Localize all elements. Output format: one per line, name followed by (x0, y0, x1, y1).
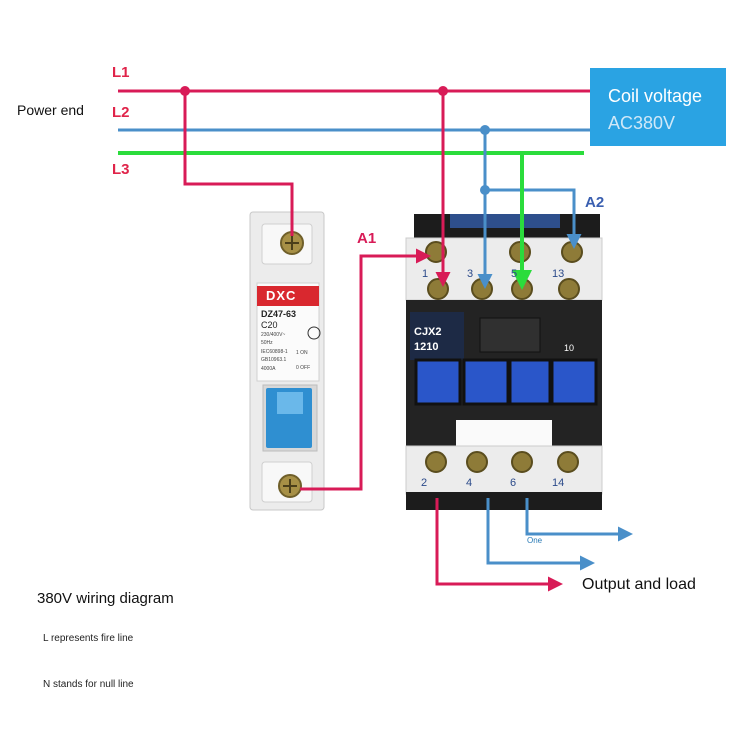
coil-voltage-badge: Coil voltage AC380V (590, 68, 726, 146)
terminal-number-5: 5 (511, 268, 518, 280)
coil-voltage-value: AC380V (608, 113, 676, 133)
diagram-caption: 380V wiring diagram (37, 590, 174, 607)
contactor-model: CJX2 (414, 326, 442, 338)
terminal-number-13: 13 (552, 268, 565, 280)
terminal-number-6: 6 (510, 477, 517, 489)
breaker-brand: DXC (266, 288, 297, 303)
terminal-number-1: 1 (422, 268, 429, 280)
breaker-model: DZ47-63 (261, 309, 297, 319)
terminal-number-4: 4 (466, 477, 473, 489)
terminal-screw-4 (466, 451, 488, 473)
ccc-mark (307, 326, 321, 340)
terminal-label-a1: A1 (357, 230, 377, 247)
terminal-number-14: 14 (552, 477, 565, 489)
coil-voltage-title: Coil voltage (608, 86, 703, 106)
note-n-line: N stands for null line (43, 679, 134, 690)
breaker-rating: C20 (261, 320, 278, 330)
breaker-spec-2: 50Hz (261, 340, 273, 346)
terminal-screw-14 (557, 451, 579, 473)
breaker-spec-4: GB10963.1 (261, 357, 287, 363)
breaker-bottom-screw-slot (283, 479, 297, 493)
contactor-aux: 10 (564, 343, 575, 353)
note-l-line: L represents fire line (43, 633, 134, 644)
breaker-off-label: 0 OFF (296, 365, 311, 371)
breaker-top-screw-slot (285, 236, 299, 250)
line-label-l3: L3 (112, 161, 130, 178)
wire-l2-to-a2 (485, 188, 582, 249)
terminal-label-a2: A2 (585, 194, 605, 211)
contactor-window-2 (462, 358, 510, 406)
contactor-center-slider (479, 317, 541, 353)
contactor-window-3 (508, 358, 552, 406)
output-wire-blue-2 (525, 498, 633, 542)
wire-l1-to-breaker (183, 91, 294, 236)
contactor-top-clip (450, 214, 560, 228)
terminal-screw-a2 (561, 241, 583, 263)
terminal-screw-2 (425, 451, 447, 473)
wire-breaker-to-a1 (300, 248, 431, 491)
line-label-l1: L1 (112, 64, 130, 81)
output-wire-blue (486, 498, 595, 571)
contactor-window-4 (550, 358, 598, 406)
breaker-on-label: 1 ON (296, 350, 308, 356)
contactor-window-1 (414, 358, 462, 406)
breaker-spec-3: IEC60898-1 (261, 349, 288, 355)
output-wire-red (435, 498, 563, 592)
terminal-number-3: 3 (467, 268, 474, 280)
breaker-spec-5: 4000A (261, 366, 276, 372)
breaker-brand-band (257, 286, 319, 306)
terminal-screw-6 (511, 451, 533, 473)
terminal-screw-1 (427, 278, 449, 300)
breaker-toggle-highlight (277, 392, 303, 414)
output-load-label: Output and load (582, 576, 696, 593)
contactor-rating: 1210 (414, 341, 439, 353)
terminal-number-2: 2 (421, 477, 428, 489)
contactor-bottom-rail (406, 492, 602, 510)
breaker-spec-1: 230/400V~ (261, 332, 286, 338)
terminal-screw-3 (471, 278, 493, 300)
line-label-l2: L2 (112, 104, 130, 121)
contactor-nameplate-left (410, 312, 464, 360)
output-sub-label: One (527, 536, 543, 545)
power-end-label: Power end (17, 102, 84, 118)
terminal-screw-13 (558, 278, 580, 300)
contactor-label-strip (456, 420, 552, 450)
